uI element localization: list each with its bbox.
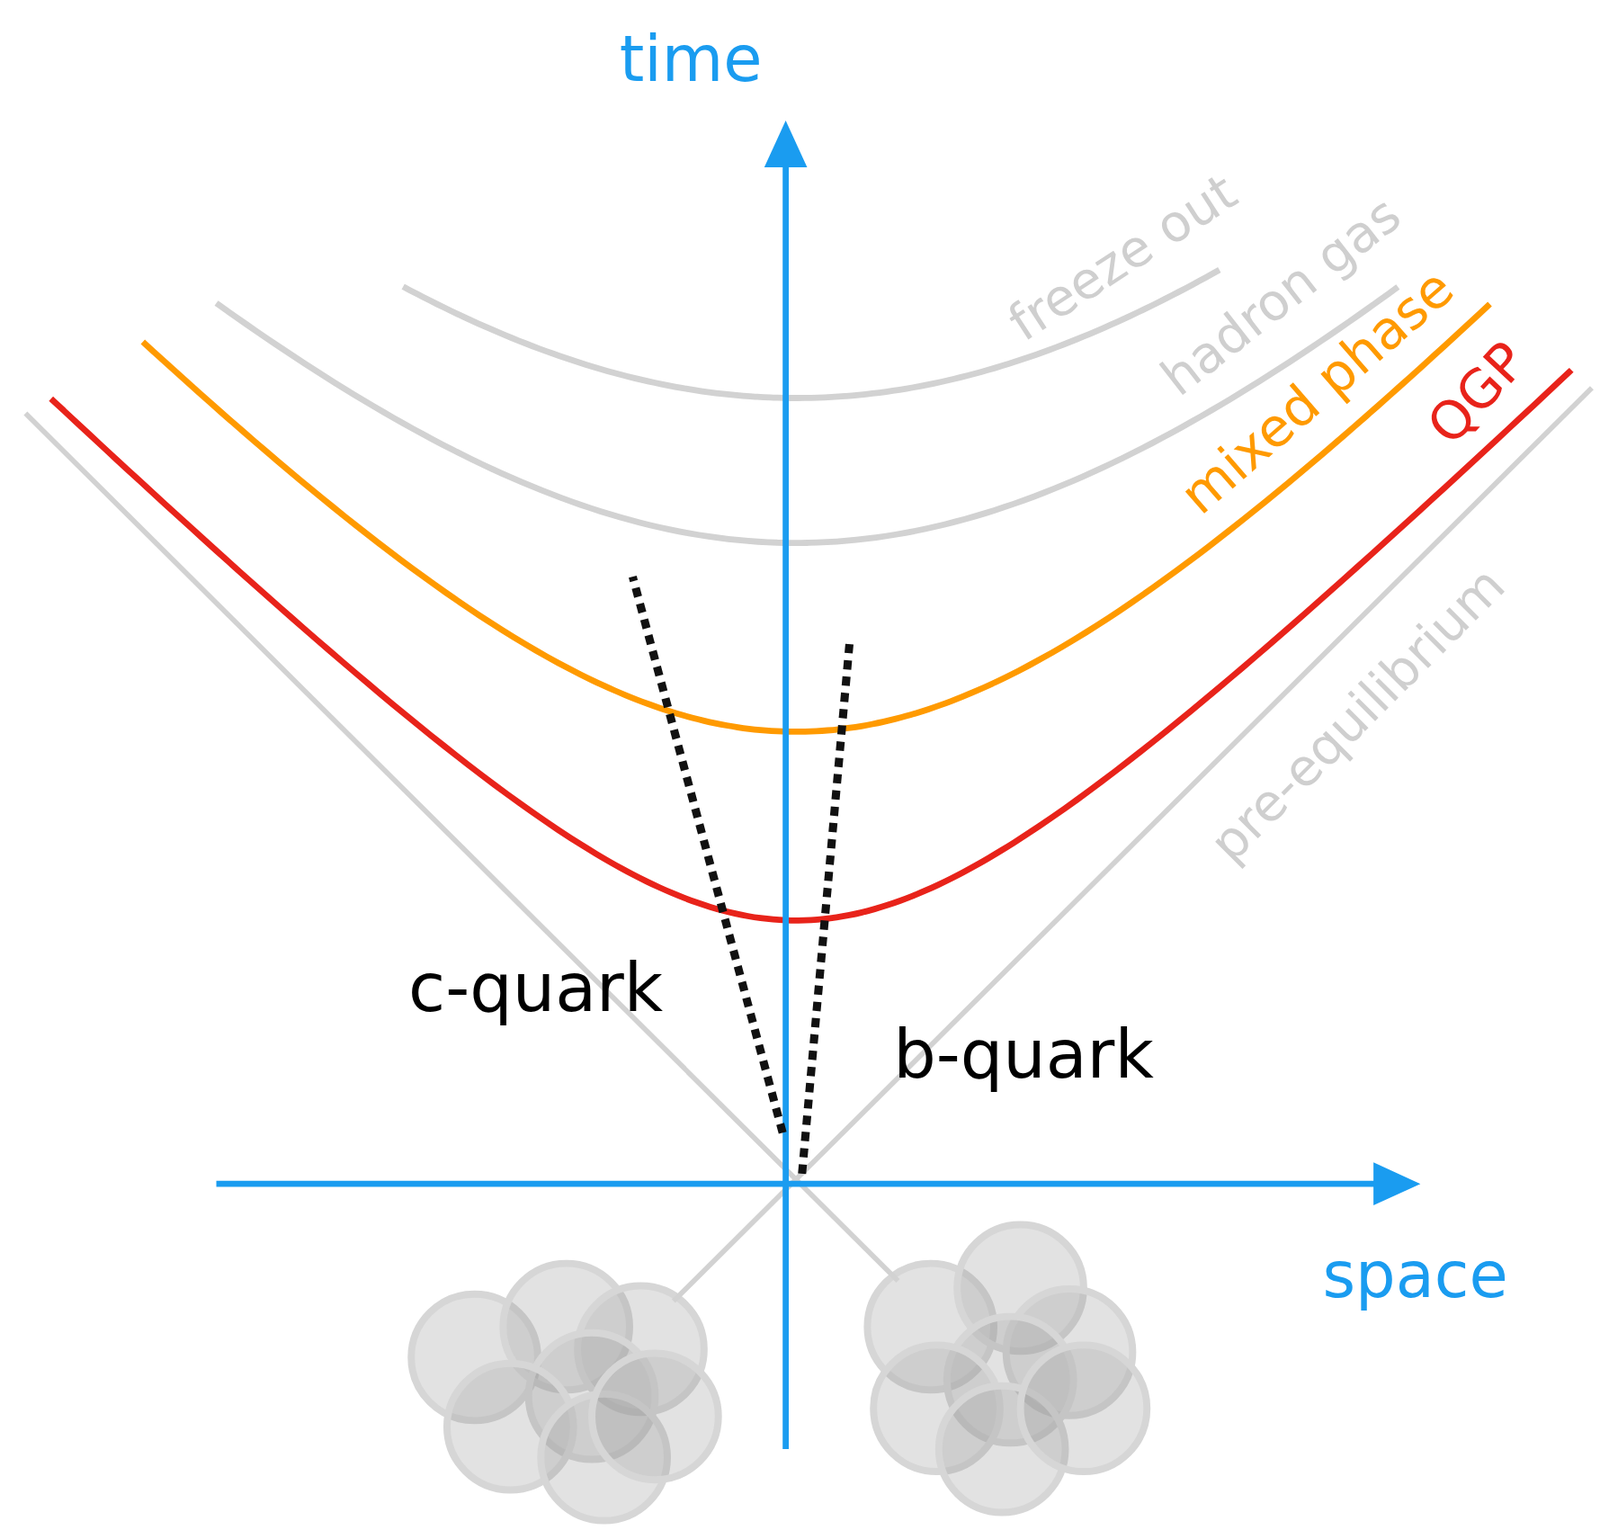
nucleus-circles (411, 1224, 1147, 1521)
axis-label: time (619, 27, 763, 91)
quark-label: b-quark (893, 1020, 1154, 1089)
axes (216, 120, 1422, 1449)
light-cone-line (673, 387, 1592, 1301)
axis-label: space (1322, 1243, 1508, 1307)
light-cone (25, 387, 1592, 1301)
b-quark-path (802, 637, 850, 1174)
nucleon (1020, 1344, 1148, 1472)
time-axis (782, 152, 789, 1449)
space-axis (216, 1180, 1388, 1188)
axis-arrowhead (1373, 1162, 1421, 1206)
quark-label: c-quark (408, 954, 663, 1022)
axis-arrowhead (764, 120, 808, 168)
hyperbola (51, 369, 1573, 921)
quark-trajectories (632, 576, 850, 1174)
nucleon (591, 1352, 719, 1480)
phase-label: pre-equilibrium (1201, 558, 1514, 871)
c-quark-path (632, 576, 783, 1133)
phase-label: QGP (1418, 332, 1536, 454)
